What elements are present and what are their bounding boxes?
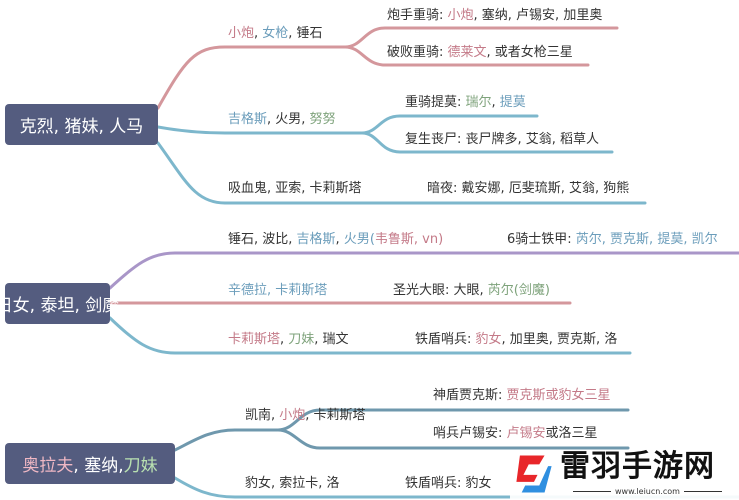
node-text-segment: 辛德拉, 卡莉斯塔 <box>228 283 328 298</box>
node-text-segment: 重骑提莫: <box>405 95 466 110</box>
node-text-segment: 卢锡安 <box>506 426 546 441</box>
node-text-segment: 圣光大眼: 大眼, <box>393 283 488 298</box>
node-text-segment: 小炮 <box>228 26 255 41</box>
node-text-segment: 豹女, 索拉卡, 洛 <box>245 476 340 491</box>
node-text-segment: 努努 <box>309 112 336 127</box>
leaf-node[interactable]: 复生丧尸: 丧尸牌多, 艾翁, 稻草人 <box>405 132 599 148</box>
watermark-name: 雷羽手游网 <box>560 449 715 484</box>
leaf-node[interactable]: 圣光大眼: 大眼, 芮尔(剑魔) <box>393 283 550 299</box>
node-text-segment: 奥拉夫 <box>22 456 74 476</box>
leaf-node[interactable]: 铁盾哨兵: 豹女 <box>405 476 492 492</box>
node-text-segment: 提莫 <box>499 95 526 110</box>
root-node-2[interactable]: 日女, 泰坦, 剑魔 <box>0 283 119 324</box>
node-text-segment: 女枪 <box>262 26 289 41</box>
node-text-segment: 铁盾哨兵: <box>415 332 476 347</box>
leaf-node[interactable]: 铁盾哨兵: 豹女, 加里奥, 贾克斯, 洛 <box>415 332 617 348</box>
connector-r1b1-c2 <box>343 45 590 67</box>
node-text-segment: 神盾贾克斯: <box>433 388 507 403</box>
logo-icon <box>516 455 552 493</box>
node-text-segment: , <box>491 95 500 110</box>
leaf-node[interactable]: 神盾贾克斯: 贾克斯或豹女三星 <box>433 388 611 404</box>
node-text-segment: 小炮 <box>279 408 306 423</box>
node-text-segment: , 或者女枪三星 <box>486 45 573 60</box>
node-text-segment: 吸血鬼, 亚索, 卡莉斯塔 <box>228 181 362 196</box>
node-text-segment: 吉格斯 <box>228 112 268 127</box>
node-text-segment: 小炮 <box>447 8 474 23</box>
branch-node[interactable]: 豹女, 索拉卡, 洛 <box>245 476 340 492</box>
node-text-segment: , 加里奥, 贾克斯, 洛 <box>501 332 618 347</box>
node-text-segment: 暗夜: 戴安娜, 厄斐琉斯, 艾翁, 狗熊 <box>427 181 630 196</box>
branch-node[interactable]: 吸血鬼, 亚索, 卡莉斯塔 <box>228 181 362 197</box>
node-text-segment: 炮手重骑: <box>387 8 448 23</box>
connector-r2-b3 <box>108 316 632 355</box>
branch-node[interactable]: 吉格斯, 火男, 努努 <box>228 112 336 128</box>
node-text-segment: 德莱文 <box>447 45 487 60</box>
node-text-segment: 或洛三星 <box>545 426 598 441</box>
node-text-segment: 芮尔, 贾克斯, 提莫, 凯尔 <box>575 232 718 247</box>
node-text-segment: 哨兵卢锡安: <box>433 426 507 441</box>
leaf-node[interactable]: 炮手重骑: 小炮, 塞纳, 卢锡安, 加里奥 <box>387 8 602 24</box>
branch-node[interactable]: 卡莉斯塔, 刀妹, 瑞文 <box>228 332 349 348</box>
node-text-segment: 芮尔(剑魔) <box>487 283 550 298</box>
node-text-segment: 破败重骑: <box>387 45 448 60</box>
branch-node[interactable]: 小炮, 女枪, 锤石 <box>228 26 323 42</box>
node-text-segment: 锤石, 波比, <box>228 232 297 247</box>
node-text-segment: , 卡莉斯塔 <box>305 408 366 423</box>
connector-r3-b2 <box>173 476 739 499</box>
node-text-segment: 豹女 <box>475 332 502 347</box>
node-text-segment: 铁盾哨兵: 豹女 <box>405 476 492 491</box>
connector-r1-b1 <box>156 45 347 110</box>
leaf-node[interactable]: 6骑士铁甲: 芮尔, 贾克斯, 提莫, 凯尔 <box>507 232 718 248</box>
leaf-node[interactable]: 哨兵卢锡安: 卢锡安或洛三星 <box>433 426 598 442</box>
node-text-segment: 吉格斯 <box>296 232 336 247</box>
watermark-logo: 雷羽手游网 www.leiucn.com <box>510 450 739 500</box>
node-text-segment: , 锤石 <box>288 26 323 41</box>
connector-r1b2-c1 <box>360 114 539 135</box>
node-text-segment: , <box>335 232 344 247</box>
node-text-segment: , vn) <box>413 232 444 247</box>
leaf-node[interactable]: 破败重骑: 德莱文, 或者女枪三星 <box>387 45 573 61</box>
connector-r1-b2 <box>156 125 364 135</box>
node-text-segment: 韦鲁斯 <box>374 232 414 247</box>
leaf-node[interactable]: 重骑提莫: 瑞尔, 提莫 <box>405 95 526 111</box>
node-text-segment: 瑞尔 <box>465 95 492 110</box>
leaf-node[interactable]: 暗夜: 戴安娜, 厄斐琉斯, 艾翁, 狗熊 <box>427 181 629 197</box>
node-text-segment: 火男( <box>343 232 375 247</box>
node-text-segment: 凯南, <box>245 408 280 423</box>
root-node-1[interactable]: 克烈, 猪妹, 人马 <box>5 104 158 145</box>
node-text-segment: 复生丧尸: 丧尸牌多, 艾翁, 稻草人 <box>405 132 600 147</box>
connector-r3-b1 <box>173 428 280 452</box>
node-text-segment: 卡莉斯塔 <box>228 332 281 347</box>
root-node-3[interactable]: 奥拉夫, 塞纳, 刀妹 <box>5 443 175 484</box>
node-text-segment: , <box>254 26 263 41</box>
connector-r2-b1 <box>108 251 739 290</box>
watermark-url: www.leiucn.com <box>560 487 735 497</box>
branch-node[interactable]: 锤石, 波比, 吉格斯, 火男(韦鲁斯, vn) <box>228 232 443 248</box>
node-text-segment: , 塞纳, <box>73 456 124 476</box>
node-text-segment: 6骑士铁甲: <box>507 232 576 247</box>
node-text-segment: , <box>280 332 289 347</box>
node-text-segment: , 塞纳, 卢锡安, 加里奥 <box>473 8 603 23</box>
node-text-segment: 刀妹 <box>123 456 158 476</box>
node-text-segment: 贾克斯或豹女三星 <box>506 388 611 403</box>
connector-r3b1-c2 <box>276 428 630 450</box>
branch-node[interactable]: 辛德拉, 卡莉斯塔 <box>228 283 327 299</box>
node-text-segment: , 瑞文 <box>314 332 349 347</box>
connector-r1-b3 <box>156 141 647 205</box>
connector-r1b2-c2 <box>360 131 614 154</box>
node-text-segment: 刀妹 <box>288 332 315 347</box>
branch-node[interactable]: 凯南, 小炮, 卡莉斯塔 <box>245 408 366 424</box>
node-text-segment: , 火男, <box>267 112 310 127</box>
